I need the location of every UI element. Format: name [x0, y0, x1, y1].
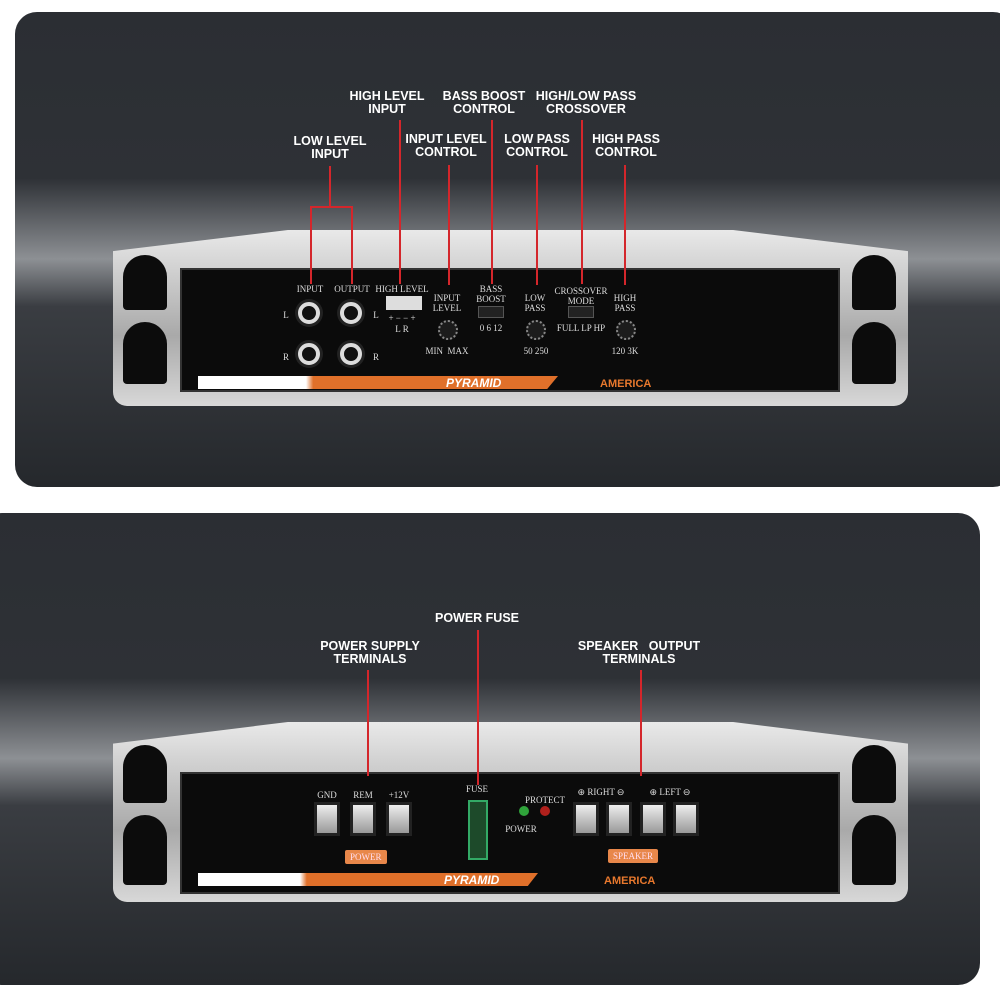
right-channel-label: ⊕ RIGHT ⊖ [577, 787, 625, 797]
callout-line [448, 165, 450, 285]
orange-stripe [198, 376, 558, 389]
crossover-mode-switch[interactable] [568, 306, 594, 318]
power-tag: POWER [345, 850, 387, 864]
brand-sub-logo: AMERICA [604, 875, 656, 887]
heatsink-fin [123, 255, 167, 310]
fuse-label: FUSE [465, 784, 489, 794]
callout-high-level-input: HIGH LEVEL INPUT [349, 89, 425, 116]
gnd-label: GND [317, 790, 337, 800]
speaker-left-negative[interactable] [673, 802, 699, 836]
right-label: R [282, 352, 290, 362]
speaker-left-positive[interactable] [640, 802, 666, 836]
brand-sub-logo: AMERICA [600, 378, 652, 390]
right-label: R [372, 352, 380, 362]
high-pass-label: HIGH PASS [613, 293, 637, 313]
low-pass-label: LOW PASS [524, 293, 546, 313]
bass-boost-switch[interactable] [478, 306, 504, 318]
callout-line [491, 120, 493, 284]
power-led-label: POWER [505, 824, 537, 834]
high-level-connector[interactable] [386, 296, 422, 310]
callout-low-pass: LOW PASS CONTROL [504, 132, 570, 159]
callout-input-level: INPUT LEVEL CONTROL [405, 132, 487, 159]
control-faceplate [180, 268, 840, 392]
speaker-right-positive[interactable] [573, 802, 599, 836]
output-label: OUTPUT [334, 284, 370, 294]
callout-crossover: HIGH/LOW PASS CROSSOVER [535, 89, 637, 116]
crossover-values: FULL LP HP [556, 323, 606, 333]
left-label: L [283, 310, 289, 320]
fuse[interactable] [468, 800, 488, 860]
gnd-terminal[interactable] [314, 802, 340, 836]
callout-line [351, 206, 353, 284]
heatsink-fin [123, 745, 167, 803]
rca-output-right[interactable] [340, 343, 362, 365]
left-label: L [373, 310, 379, 320]
input-label: INPUT [296, 284, 324, 294]
speaker-right-negative[interactable] [606, 802, 632, 836]
callout-line [581, 120, 583, 284]
heatsink-fin [123, 815, 167, 885]
high-pass-knob[interactable] [616, 320, 636, 340]
heatsink-fin [852, 255, 896, 310]
callout-bass-boost: BASS BOOST CONTROL [442, 89, 526, 116]
heatsink-fin [852, 815, 896, 885]
callout-line [477, 630, 479, 785]
12v-terminal[interactable] [386, 802, 412, 836]
left-channel-label: ⊕ LEFT ⊖ [649, 787, 691, 797]
high-level-pins: + − − + [388, 313, 416, 323]
rca-output-left[interactable] [340, 302, 362, 324]
heatsink-fin [852, 745, 896, 803]
callout-high-pass: HIGH PASS CONTROL [592, 132, 660, 159]
power-led [519, 806, 529, 816]
callout-line [624, 165, 626, 285]
min-label: MIN [425, 346, 443, 356]
crossover-mode-label: CROSSOVER MODE [554, 286, 608, 306]
callout-line [640, 670, 642, 776]
rca-input-right[interactable] [298, 343, 320, 365]
input-level-label: INPUT LEVEL [432, 293, 462, 313]
heatsink-fin [123, 322, 167, 384]
input-level-knob[interactable] [438, 320, 458, 340]
max-label: MAX [447, 346, 469, 356]
heatsink-fin [852, 322, 896, 384]
callout-line [367, 670, 369, 776]
rem-label: REM [353, 790, 373, 800]
rem-terminal[interactable] [350, 802, 376, 836]
callout-line [536, 165, 538, 285]
12v-label: +12V [388, 790, 410, 800]
input-level-range: MIN MAX [425, 346, 468, 356]
high-pass-range: 120 3K [611, 346, 639, 356]
orange-stripe [198, 873, 538, 886]
low-pass-range: 50 250 [523, 346, 549, 356]
callout-line [399, 120, 401, 284]
high-level-lr: L R [395, 324, 409, 334]
high-level-label: HIGH LEVEL [375, 284, 429, 294]
low-pass-knob[interactable] [526, 320, 546, 340]
speaker-tag: SPEAKER [608, 849, 659, 863]
protect-led [540, 806, 550, 816]
callout-line [310, 206, 312, 284]
bass-boost-label: BASS BOOST [476, 284, 506, 304]
brand-logo: PYRAMID [444, 873, 500, 887]
callout-power-fuse: POWER FUSE [434, 611, 520, 625]
callout-low-level-input: LOW LEVEL INPUT [293, 134, 367, 161]
callout-line [329, 166, 331, 208]
callout-line [310, 206, 353, 208]
callout-speaker-output: SPEAKER OUTPUT TERMINALS [577, 639, 701, 666]
bass-boost-values: 0 6 12 [479, 323, 503, 333]
rca-input-left[interactable] [298, 302, 320, 324]
brand-logo: PYRAMID [446, 376, 502, 390]
protect-label: PROTECT [524, 795, 566, 805]
callout-power-supply: POWER SUPPLY TERMINALS [320, 639, 420, 666]
